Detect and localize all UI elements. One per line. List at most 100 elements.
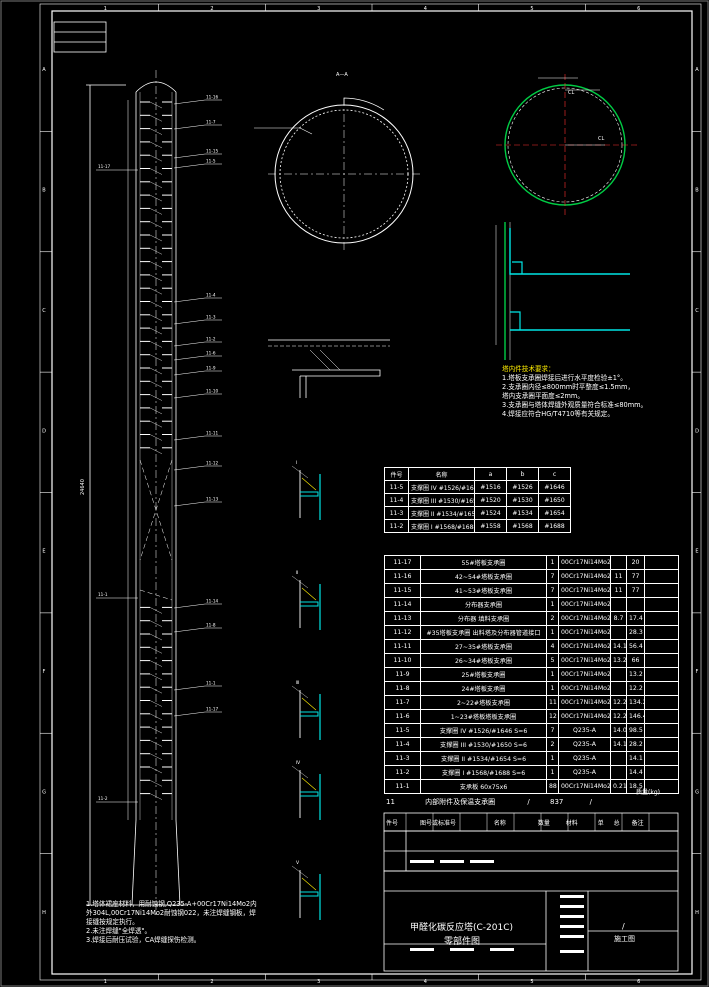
- bom-cell: 00Cr17Ni14Mo2: [558, 681, 611, 696]
- bom-cell: 2: [546, 611, 559, 626]
- bom-cell: [644, 695, 679, 710]
- tech-notes: 塔内件技术要求： 1.塔板支承圈焊接后进行水平度检验±1°。 2.支承圈内径≤8…: [502, 365, 647, 419]
- zone-row-letter: G: [695, 789, 699, 795]
- bom-cell: [610, 667, 627, 682]
- zone-frame: [39, 3, 702, 981]
- bom-cell: 11-12: [384, 625, 421, 640]
- zone-row-letter: D: [42, 428, 46, 434]
- bom-cell: [644, 583, 679, 598]
- bom-cell: [610, 625, 627, 640]
- bom-cell: 11-9: [384, 667, 421, 682]
- bom-cell: Q235-A: [558, 765, 611, 780]
- bom-cell: 支撑圈 I #1568/#1688 S=6: [420, 765, 547, 780]
- weld-detail-roman: Ⅳ: [296, 760, 301, 766]
- bom-cell: [644, 597, 679, 612]
- bom-cell: 12: [546, 709, 559, 724]
- zone-row-letter: G: [42, 789, 46, 795]
- bom-cell: 41~53#塔板支承圈: [420, 583, 547, 598]
- zone-column-number: 5: [530, 6, 533, 12]
- part-leader-label: 11-6: [206, 351, 216, 356]
- support-table-header-cell: a: [474, 467, 507, 481]
- bom-cell: 134.2: [626, 695, 645, 710]
- zone-column-number: 4: [424, 6, 427, 12]
- bom-cell: 1: [546, 765, 559, 780]
- bom-cell: 11-14: [384, 597, 421, 612]
- part-leader-label: 11-10: [206, 389, 219, 394]
- bom-cell: [644, 709, 679, 724]
- zone-row-letter: A: [695, 67, 699, 73]
- drawing-title: 甲醛化碳反应塔(C-201C): [410, 923, 514, 933]
- part-leader-label: 11-9: [206, 366, 216, 371]
- part-leader-label: 11-13: [206, 497, 219, 502]
- assembly-note: /: [589, 798, 592, 806]
- bom-cell: 56.4: [626, 639, 645, 654]
- zone-row-letter: F: [43, 669, 46, 675]
- ring-detail-plan: [496, 74, 640, 215]
- bom-cell: 25#塔板支承圈: [420, 667, 547, 682]
- bom-cell: [610, 765, 627, 780]
- hdr-std-no: 图号或标准号: [419, 820, 456, 827]
- bom-cell: [644, 779, 679, 794]
- support-table-cell: #1530: [506, 493, 539, 507]
- support-table-cell: 11-4: [384, 493, 409, 507]
- part-leader-label: 11-1: [206, 681, 216, 686]
- bom-cell: [644, 569, 679, 584]
- weld-detail-roman: Ⅰ: [296, 460, 297, 466]
- bom-cell: 2~22#塔板支承圈: [420, 695, 547, 710]
- bom-cell: 4: [546, 639, 559, 654]
- bom-cell: [644, 667, 679, 682]
- bom-cell: 00Cr17Ni14Mo2: [558, 639, 611, 654]
- part-leader-label: 11-5: [206, 159, 216, 164]
- support-table-cell: #1688: [538, 519, 571, 533]
- part-leader-label: 11-11: [206, 431, 219, 436]
- support-table-cell: 11-5: [384, 480, 409, 494]
- bom-cell: 分布器 填料支承圈: [420, 611, 547, 626]
- bom-cell: 支撑圈 II #1534/#1654 S=6: [420, 751, 547, 766]
- bom-cell: 支承板 60x75x6: [420, 779, 547, 794]
- bom-cell: 1: [546, 625, 559, 640]
- bom-cell: 0.21: [610, 779, 627, 794]
- bom-cell: 11: [610, 583, 627, 598]
- tech-note-line: 4.焊接应符合HG/T4710等有关规定。: [502, 410, 614, 418]
- part-leader-label: 11-12: [206, 461, 219, 466]
- bom-cell: #35塔板支承圈 出料塔及分布器管道接口: [420, 625, 547, 640]
- bom-cell: [626, 597, 645, 612]
- bom-cell: 11-6: [384, 709, 421, 724]
- support-table-cell: #1534: [506, 506, 539, 520]
- bom-cell: [610, 751, 627, 766]
- bom-cell: 88: [546, 779, 559, 794]
- assembly-name: 内部附件及保温支承圈: [425, 798, 496, 806]
- bom-cell: 20: [626, 555, 645, 570]
- bom-cell: 7: [546, 583, 559, 598]
- general-notes: 1.塔体裙座材料，用耐蚀钢,Q235-A+00Cr17Ni14Mo2内 外304…: [86, 900, 257, 945]
- general-note-line: 接缝按规定执行。: [86, 918, 139, 926]
- corner-revision-box: [53, 21, 107, 53]
- bom-cell: 28.3: [626, 625, 645, 640]
- drawing-no-slash: /: [622, 922, 625, 931]
- bom-cell: 00Cr17Ni14Mo2: [558, 611, 611, 626]
- bom-cell: 7: [546, 723, 559, 738]
- bom-cell: 1~23#塔板塔板支承圈: [420, 709, 547, 724]
- bom-cell: 14.1: [626, 751, 645, 766]
- zone-row-letter: B: [42, 188, 46, 194]
- bom-cell: 13.2: [610, 653, 627, 668]
- support-table-cell: #1524: [474, 506, 507, 520]
- weld-detail-roman: Ⅱ: [296, 570, 298, 576]
- zone-row-letter: E: [42, 549, 45, 555]
- section-a-a-plan: [254, 97, 420, 250]
- bom-cell: 00Cr17Ni14Mo2: [558, 569, 611, 584]
- bom-cell: 98.5: [626, 723, 645, 738]
- bom-cell: 00Cr17Ni14Mo2: [558, 597, 611, 612]
